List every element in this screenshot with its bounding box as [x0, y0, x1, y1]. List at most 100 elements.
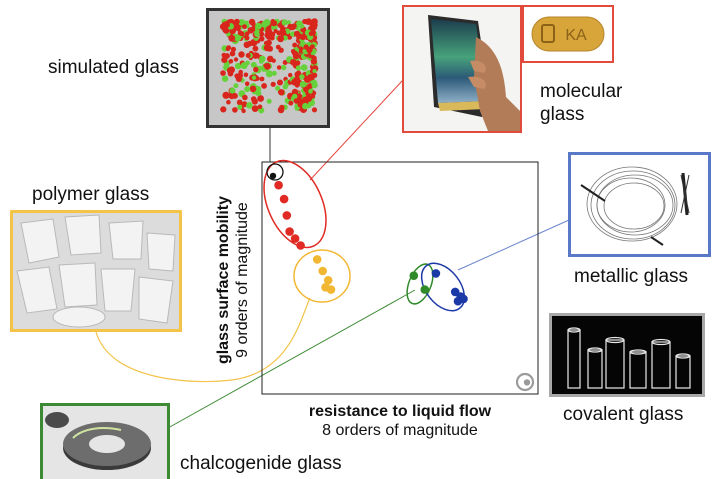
simulated-sphere [234, 18, 240, 25]
simulated-sphere [244, 81, 250, 86]
chalcogenide-glass-label: chalcogenide glass [180, 453, 342, 474]
covalent-point-ring [515, 372, 535, 392]
metallic-point [459, 294, 468, 304]
polymer-glass-label: polymer glass [32, 184, 150, 205]
metallic-glass-label: metallic glass [574, 266, 689, 287]
x-axis-title-block: resistance to liquid flow 8 orders of ma… [262, 402, 538, 440]
simulated-sphere [290, 49, 296, 54]
lens-ring-icon [45, 412, 151, 470]
simulated-sphere [239, 31, 245, 37]
simulated-sphere [311, 72, 318, 78]
simulated-sphere [273, 29, 278, 34]
simulated-sphere [225, 46, 231, 52]
simulated-sphere [257, 104, 263, 110]
simulated-sphere [234, 62, 242, 70]
simulated-sphere [281, 64, 287, 71]
simulated-sphere [263, 44, 271, 52]
simulated-sphere [252, 45, 259, 52]
covalent-glass-image [549, 313, 705, 397]
simulated-point [269, 172, 277, 180]
simulated-sphere [300, 64, 307, 71]
simulated-sphere [279, 28, 287, 36]
simulated-sphere [278, 89, 285, 96]
simulated-sphere [238, 51, 245, 58]
simulated-sphere [277, 35, 284, 43]
simulated-sphere [238, 19, 246, 26]
simulated-sphere [251, 75, 257, 80]
metallic-glass-image [568, 152, 711, 257]
simulated-sphere [240, 62, 248, 70]
molecular-point [279, 194, 289, 204]
simulated-sphere [243, 41, 250, 48]
simulated-sphere [251, 98, 258, 104]
pill-imprint: KA [565, 27, 587, 44]
polymer-cluster-ellipse [293, 249, 351, 303]
simulated-sphere [257, 95, 264, 102]
simulated-sphere [259, 55, 266, 63]
molecular-cluster-ellipse [263, 159, 327, 249]
simulated-sphere [295, 65, 301, 71]
phone-icon [428, 15, 520, 131]
simulated-sphere [282, 60, 288, 65]
polymer-point [318, 266, 328, 276]
simulated-sphere [303, 44, 309, 50]
simulated-glass-image [206, 8, 330, 128]
simulated-sphere [235, 75, 242, 82]
simulated-sphere [288, 100, 294, 106]
simulated-sphere [229, 50, 236, 57]
simulated-sphere [233, 83, 239, 89]
simulated-sphere [265, 33, 273, 40]
simulated-sphere [246, 102, 253, 109]
simulated-sphere [291, 78, 298, 86]
simulated-sphere [252, 52, 259, 59]
simulated-sphere [270, 20, 278, 27]
polymer-point [326, 285, 336, 294]
simulated-sphere [224, 53, 230, 59]
simulated-sphere [250, 61, 257, 68]
simulated-sphere [299, 81, 307, 88]
pill-icon: KA [531, 16, 605, 52]
simulated-sphere [302, 102, 309, 110]
simulated-sphere [226, 99, 231, 105]
simulated-sphere [288, 72, 293, 78]
simulated-sphere [243, 72, 249, 78]
chalcogenide-glass-image [40, 403, 170, 479]
simulated-sphere [230, 46, 236, 53]
simulated-sphere [305, 18, 312, 25]
simulated-sphere [303, 75, 311, 83]
simulated-sphere [286, 20, 292, 25]
covalent-glass-label: covalent glass [563, 404, 684, 425]
simulated-sphere [232, 107, 238, 113]
simulated-sphere [276, 65, 282, 70]
connector-metallic [457, 219, 570, 271]
plot-frame [261, 161, 539, 395]
simulated-sphere [266, 55, 274, 63]
molecular-glass-pill-image: KA [522, 5, 614, 63]
simulated-sphere [254, 31, 260, 37]
simulated-sphere [265, 70, 273, 78]
simulated-sphere [242, 24, 247, 30]
molecular-glass-label: molecular glass [540, 81, 623, 125]
simulated-point-ring [266, 163, 284, 181]
simulated-sphere [247, 27, 254, 34]
simulated-sphere [310, 58, 318, 65]
simulated-sphere [255, 90, 262, 97]
simulated-sphere [299, 74, 305, 80]
simulated-glass-label: simulated glass [48, 57, 179, 78]
simulated-sphere [299, 33, 307, 41]
simulated-sphere [244, 86, 251, 93]
metallic-point [431, 269, 441, 278]
chalcogenide-point [409, 271, 419, 281]
simulated-sphere [238, 69, 243, 75]
simulated-sphere [282, 35, 288, 41]
simulated-sphere [251, 105, 259, 112]
simulated-sphere [307, 83, 313, 89]
simulated-sphere [241, 101, 248, 108]
simulated-sphere [241, 108, 246, 114]
simulated-sphere [297, 102, 303, 108]
simulated-sphere [293, 98, 300, 104]
simulated-sphere [236, 99, 243, 106]
y-axis-subtitle: 9 orders of magnitude [234, 202, 251, 358]
